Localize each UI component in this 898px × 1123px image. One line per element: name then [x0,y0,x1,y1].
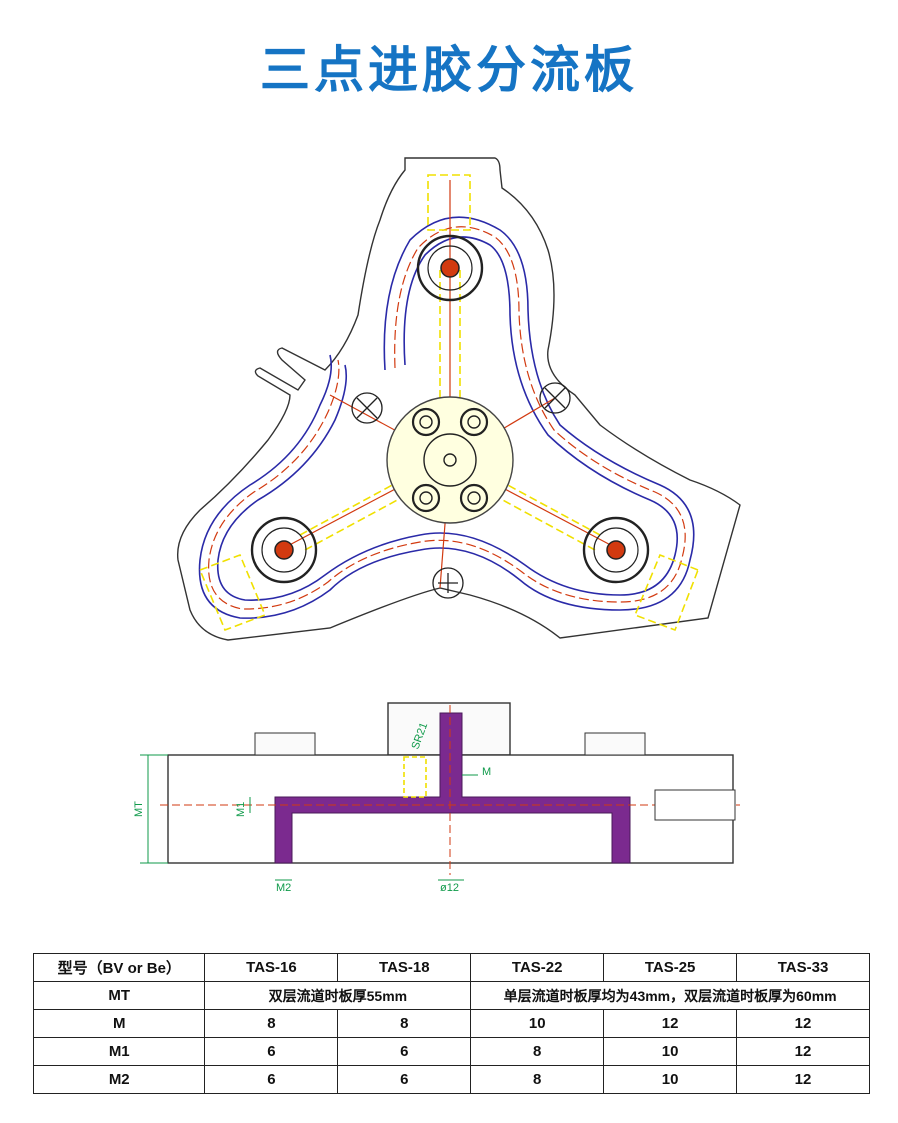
dimension-lines [140,754,478,881]
table-header-cell: TAS-33 [736,953,870,982]
nozzle-drop-right [582,516,650,584]
table-header-cell: TAS-25 [603,953,738,982]
table-cell: 8 [470,1065,605,1094]
nozzle-drop-left [250,516,318,584]
screw-head-left [254,732,316,756]
table-row: M1 6 6 8 10 12 [32,1037,870,1066]
table-cell: 10 [603,1037,738,1066]
locating-screws [351,382,571,599]
screw-head-right [584,732,646,756]
row-label: M1 [32,1037,206,1066]
row-label: MT [32,981,206,1010]
table-row: M 8 8 10 12 12 [32,1009,870,1038]
label-m2: M2 [276,882,291,894]
heater-hidden [403,756,427,798]
plate-outline [176,157,741,641]
table-cell: 6 [204,1065,339,1094]
table-cell: 12 [736,1009,870,1038]
runner-outer-lines [198,216,695,619]
plug-right [654,789,736,821]
table-cell: 12 [736,1037,870,1066]
table-cell: 10 [603,1065,738,1094]
table-cell: 10 [470,1009,605,1038]
table-header-cell: TAS-16 [204,953,339,982]
table-cell: 8 [337,1009,472,1038]
table-row: M2 6 6 8 10 12 [32,1065,870,1094]
table-row: MT 双层流道时板厚55mm 单层流道时板厚均为43mm，双层流道时板厚为60m… [32,981,870,1010]
top-view-drawing [176,157,741,641]
page-title: 三点进胶分流板 [260,41,638,99]
flow-channel [274,712,631,864]
section-view-drawing: SR21 M MT M1 M2 ø12 [133,702,740,894]
row-label: M2 [32,1065,206,1094]
table-cell: 8 [470,1037,605,1066]
label-mt: MT [133,801,145,817]
table-cell: 6 [337,1037,472,1066]
label-m: M [482,766,491,778]
table-cell: 12 [736,1065,870,1094]
spec-table: 型号（BV or Be） TAS-16 TAS-18 TAS-22 TAS-25… [32,953,870,1094]
table-header-row: 型号（BV or Be） TAS-16 TAS-18 TAS-22 TAS-25… [32,953,870,982]
label-m1: M1 [235,802,247,817]
nozzle-drop-top [416,234,484,302]
table-header-cell: 型号（BV or Be） [32,953,206,982]
mt-span-a: 双层流道时板厚55mm [204,981,472,1010]
table-cell: 8 [204,1009,339,1038]
table-cell: 6 [204,1037,339,1066]
table-cell: 12 [603,1009,738,1038]
mt-span-b: 单层流道时板厚均为43mm，双层流道时板厚为60mm [470,981,870,1010]
table-header-cell: TAS-18 [337,953,472,982]
row-label: M [32,1009,206,1038]
label-dia: ø12 [440,882,459,894]
center-disc [386,396,514,524]
table-header-cell: TAS-22 [470,953,605,982]
table-cell: 6 [337,1065,472,1094]
